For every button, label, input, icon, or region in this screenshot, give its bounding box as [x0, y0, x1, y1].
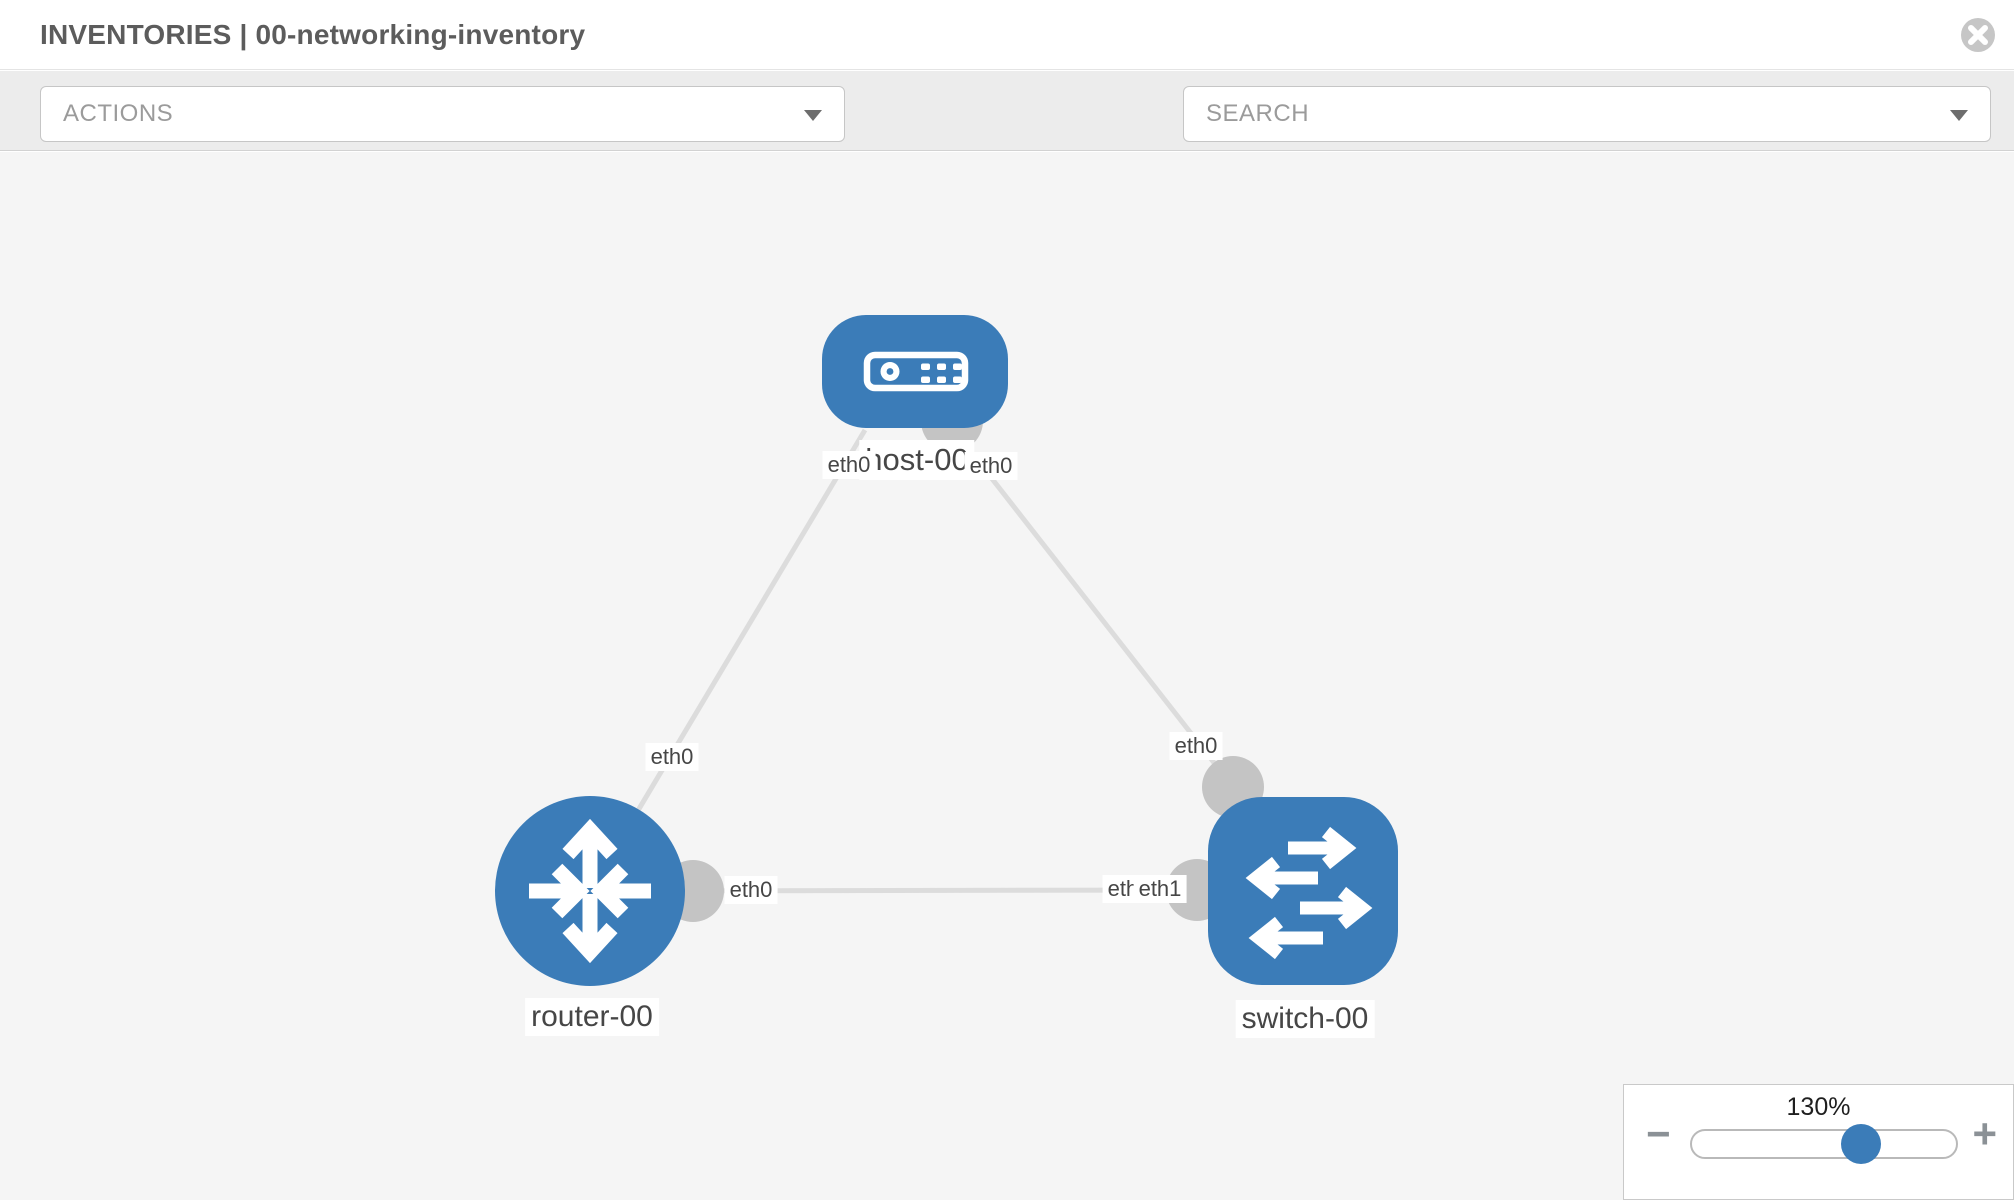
- node-label-router-00: router-00: [525, 998, 659, 1036]
- node-label-switch-00: switch-00: [1235, 1000, 1375, 1038]
- close-icon: [1961, 18, 1995, 52]
- zoom-level: 130%: [1786, 1093, 1851, 1121]
- header: INVENTORIES | 00-networking-inventory: [0, 0, 2014, 70]
- interface-label-router-right: eth0: [724, 876, 778, 904]
- chevron-down-icon: [1950, 110, 1968, 121]
- zoom-in-button[interactable]: +: [1972, 1110, 1997, 1157]
- search-dropdown[interactable]: SEARCH: [1183, 86, 1991, 142]
- link-host-switch: [948, 423, 1235, 789]
- zoom-out-button[interactable]: −: [1646, 1110, 1671, 1157]
- zoom-slider[interactable]: [1690, 1124, 1958, 1164]
- topology-canvas[interactable]: host-00 router-00 switch-00 eth0 eth0 et…: [0, 152, 2014, 1200]
- interface-label-router-top: eth0: [645, 743, 699, 771]
- actions-dropdown[interactable]: ACTIONS: [40, 86, 845, 142]
- node-router-00[interactable]: [495, 796, 685, 986]
- node-label-host-00: host-00: [859, 440, 975, 480]
- chevron-down-icon: [804, 110, 822, 121]
- interface-label-switch-top: eth0: [1169, 732, 1223, 760]
- search-dropdown-placeholder: SEARCH: [1206, 100, 1310, 127]
- toolbar: ACTIONS SEARCH: [0, 71, 2014, 210]
- host-icon: [863, 351, 969, 392]
- router-icon: [529, 818, 651, 964]
- interface-label-switch-left-eth1: eth1: [1133, 875, 1187, 903]
- switch-icon: [1245, 826, 1373, 960]
- actions-dropdown-label: ACTIONS: [63, 100, 174, 127]
- zoom-slider-thumb[interactable]: [1840, 1124, 1881, 1164]
- close-button[interactable]: [1960, 17, 1996, 53]
- node-switch-00[interactable]: [1208, 797, 1398, 985]
- interface-label-host-right: eth0: [964, 452, 1018, 480]
- interface-label-host-left: eth0: [822, 451, 876, 479]
- page-title: INVENTORIES | 00-networking-inventory: [40, 19, 586, 50]
- zoom-panel: 130% − +: [1623, 1084, 2014, 1200]
- node-host-00[interactable]: [822, 315, 1008, 428]
- topology-links-layer: [587, 390, 1264, 922]
